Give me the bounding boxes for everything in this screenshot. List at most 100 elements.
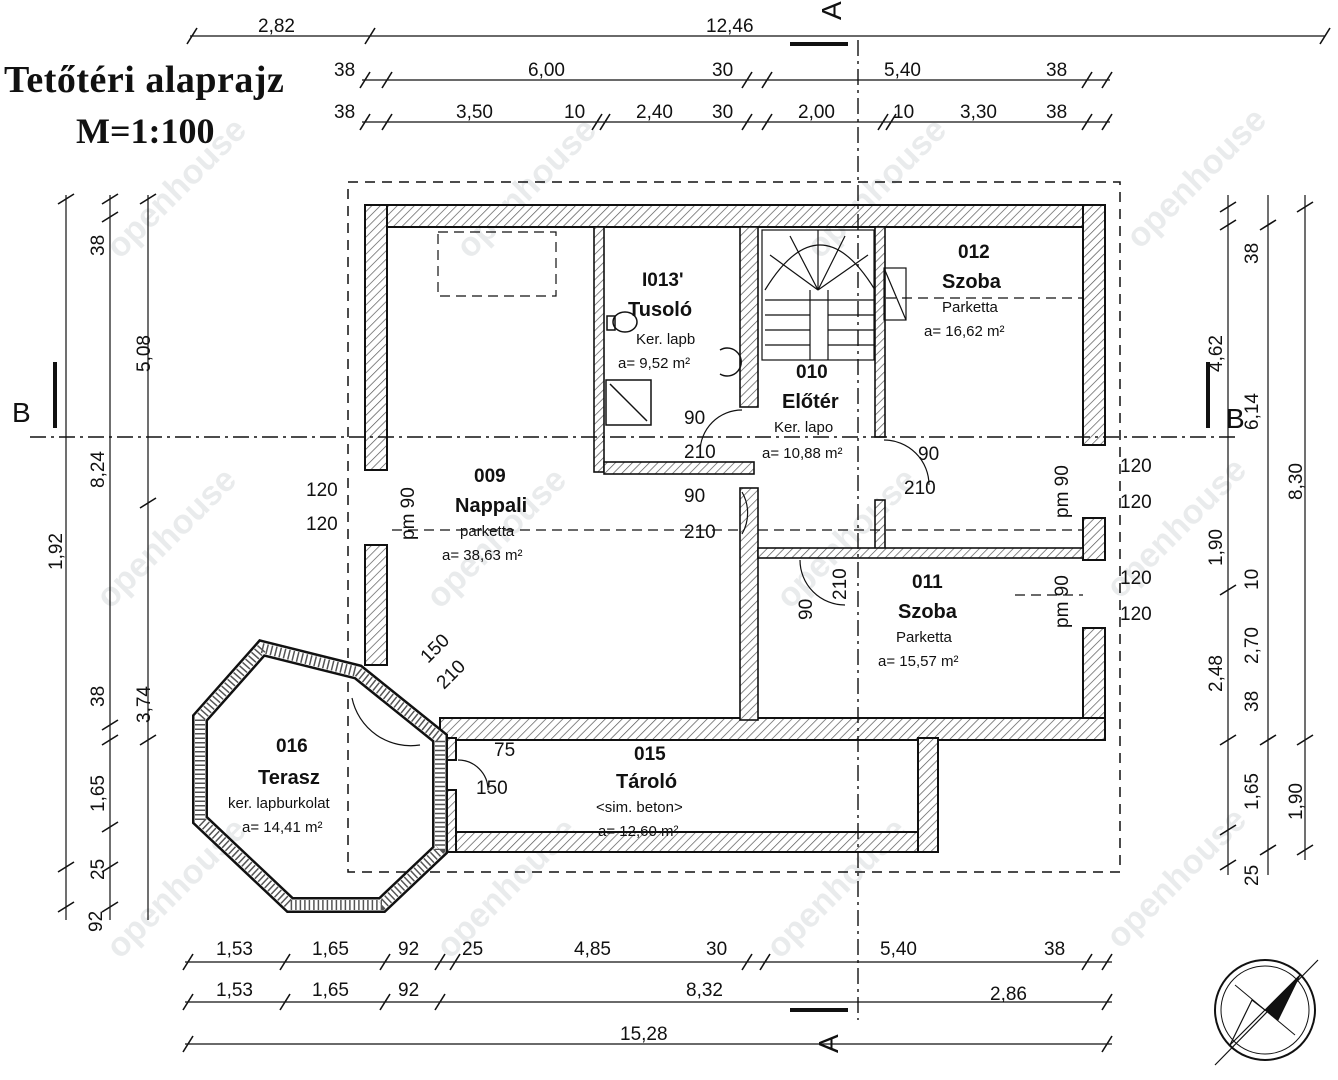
room-name: Előtér [782, 391, 839, 413]
dim-text: 8,32 [686, 980, 723, 1001]
dim-text: 3,30 [960, 102, 997, 123]
plan-title: Tetőtéri alaprajz [4, 59, 285, 101]
door-width: 90 [918, 444, 939, 465]
door-width: 90 [684, 408, 705, 429]
watermark-text: openhouse [449, 111, 604, 266]
dim-text: 10 [564, 102, 585, 123]
dim-text: 10 [893, 102, 914, 123]
room-floor: Parketta [896, 629, 953, 646]
dim-text: 10 [1242, 569, 1263, 590]
dim-text: 2,40 [636, 102, 673, 123]
dim-text: 1,92 [46, 533, 67, 570]
room-area: a= 16,62 m² [924, 323, 1004, 340]
dim-text: 92 [86, 911, 107, 932]
door-height: 75 [494, 740, 515, 761]
dim-text: 30 [712, 60, 733, 81]
dim-text: 3,74 [134, 686, 155, 723]
room-name: Terasz [258, 767, 320, 789]
dim-text: 2,48 [1206, 655, 1227, 692]
watermark-text: openhouse [1099, 801, 1254, 956]
dim-text: 38 [1242, 243, 1263, 264]
dim-text: 1,65 [312, 980, 349, 1001]
dim-text: 5,08 [134, 335, 155, 372]
plan-scale: M=1:100 [76, 111, 215, 151]
dimensions-bottom: 1,53 1,65 92 25 4,85 30 5,40 38 1,53 1,6… [216, 939, 1065, 1045]
dashed-lines [392, 231, 1083, 596]
dimensions-left: 1,92 92 38 5,08 8,24 38 3,74 1,65 25 [46, 235, 155, 932]
room-number: 009 [474, 466, 506, 487]
dim-text: 3,50 [456, 102, 493, 123]
section-b-label-left: B [12, 397, 31, 428]
dim-text: 30 [712, 102, 733, 123]
room-number: 012 [958, 242, 990, 263]
dim-text: 38 [334, 60, 355, 81]
watermark-text: openhouse [1119, 101, 1274, 256]
room-floor: Parketta [942, 299, 999, 316]
room-number: 016 [276, 736, 308, 757]
window-width: 120 [306, 480, 338, 501]
door-height: 210 [904, 478, 936, 499]
dim-text: 1,65 [312, 939, 349, 960]
watermark-text: openhouse [89, 461, 244, 616]
room-name: Szoba [942, 271, 1002, 293]
dim-text: 92 [398, 980, 419, 1001]
room-name: Tusoló [628, 299, 692, 321]
door-height: 210 [830, 568, 851, 600]
room-area: a= 12,60 m² [598, 823, 678, 840]
section-a-label-top: A [816, 1, 847, 20]
dim-text: 4,85 [574, 939, 611, 960]
window-width: 120 [1120, 568, 1152, 589]
room-area: a= 9,52 m² [618, 355, 690, 372]
window-height: 120 [306, 514, 338, 535]
room-name: Nappali [455, 495, 527, 517]
window-height: 120 [1120, 604, 1152, 625]
room-floor: <sim. beton> [596, 799, 683, 816]
dimension-lines [65, 35, 1325, 1045]
dimension-ticks [57, 27, 1331, 1053]
dim-text: 38 [88, 235, 109, 256]
room-number: 015 [634, 744, 666, 765]
dim-text: 38 [88, 686, 109, 707]
dim-text: 5,40 [884, 60, 921, 81]
dim-text: 38 [1044, 939, 1065, 960]
dim-text: 2,86 [990, 984, 1027, 1005]
dim-text: 6,14 [1242, 393, 1263, 430]
room-floor: Ker. lapo [774, 419, 833, 436]
dim-text: 30 [706, 939, 727, 960]
dim-text: 2,70 [1242, 627, 1263, 664]
dim-text: 8,30 [1286, 463, 1307, 500]
north-arrow-icon [1214, 959, 1319, 1066]
section-lines [30, 40, 1240, 1020]
room-area: a= 10,88 m² [762, 445, 842, 462]
staircase [761, 229, 907, 361]
watermark-text: openhouse [99, 111, 254, 266]
room-floor: Ker. lapb [636, 331, 695, 348]
room-floor: ker. lapburkolat [228, 795, 331, 812]
dim-text: 6,00 [528, 60, 565, 81]
terrace-wall [192, 639, 448, 913]
door-swings [351, 409, 930, 791]
dim-text: 1,65 [1242, 773, 1263, 810]
door-width: 90 [796, 599, 817, 620]
room-area: a= 14,41 m² [242, 819, 322, 836]
dim-text: 1,90 [1206, 529, 1227, 566]
dim-text: 1,53 [216, 939, 253, 960]
dim-text: 38 [1046, 102, 1067, 123]
dim-text: 15,28 [620, 1024, 668, 1045]
dim-text: 92 [398, 939, 419, 960]
dim-text: 4,62 [1206, 335, 1227, 372]
dim-text: 1,90 [1286, 783, 1307, 820]
room-013: I013' Tusoló Ker. lapb a= 9,52 m² [618, 270, 695, 372]
room-area: a= 38,63 m² [442, 547, 522, 564]
dim-text: 38 [1046, 60, 1067, 81]
dim-text: 38 [334, 102, 355, 123]
dim-text: 12,46 [706, 16, 754, 37]
door-height: 210 [684, 522, 716, 543]
door-height: 210 [684, 442, 716, 463]
door-width: 90 [684, 486, 705, 507]
shower-fixtures [605, 311, 742, 426]
room-area: a= 15,57 m² [878, 653, 958, 670]
door-height: 210 [433, 656, 470, 693]
room-floor: parketta [460, 523, 515, 540]
room-number: 010 [796, 362, 828, 383]
